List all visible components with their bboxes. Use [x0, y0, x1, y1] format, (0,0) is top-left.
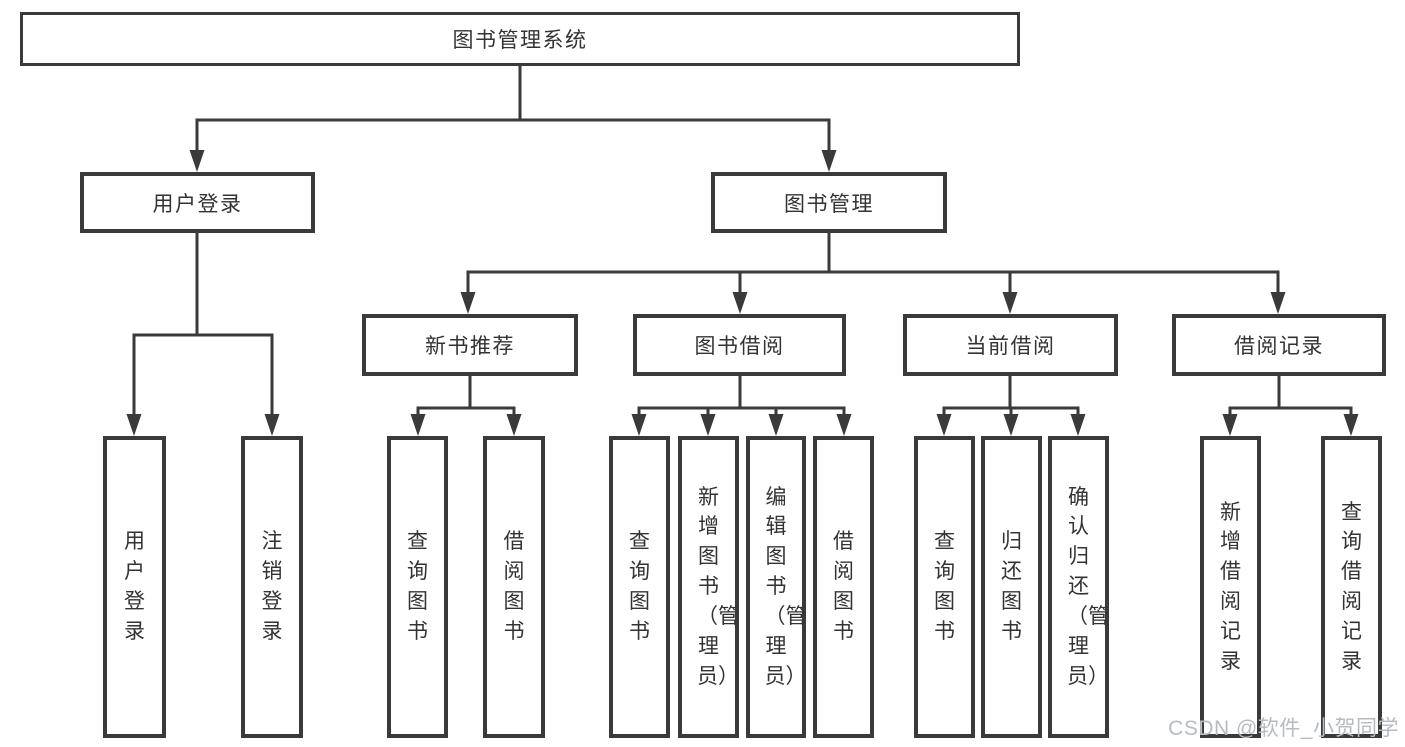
node-label: 编辑图书（管理员） [764, 485, 807, 688]
edge-user-login-to-leaves [126, 233, 280, 436]
node-label: 用户登录 [152, 192, 243, 216]
node-label: 当前借阅 [965, 335, 1056, 358]
edge-root-to-level2 [189, 66, 837, 172]
edge-book-borrow-to-leaves [631, 376, 852, 436]
leaf-query-books-current: 查询图书 [914, 436, 975, 738]
node-label: 新书推荐 [425, 335, 515, 358]
node-label: 确认归还（管理员） [1067, 485, 1109, 688]
node-library-management-system: 图书管理系统 [20, 12, 1020, 66]
node-book-management-branch: 图书管理 [711, 172, 947, 233]
node-label: 新增借阅记录 [1220, 500, 1241, 673]
node-label: 查询图书 [934, 530, 955, 643]
node-label: 查询借阅记录 [1341, 500, 1362, 673]
leaf-borrow-books-recommend: 借阅图书 [483, 436, 545, 738]
leaf-user-login: 用户登录 [103, 436, 166, 738]
node-label: 注销登录 [261, 530, 283, 643]
leaf-logout: 注销登录 [241, 436, 303, 738]
node-label: 查询图书 [629, 530, 650, 643]
node-new-book-recommend: 新书推荐 [362, 314, 578, 376]
node-book-borrow: 图书借阅 [633, 314, 846, 376]
node-label: 归还图书 [1001, 530, 1022, 643]
edge-borrow-records-to-leaves [1222, 376, 1359, 436]
node-label: 查询图书 [407, 530, 428, 643]
leaf-borrow-books: 借阅图书 [813, 436, 874, 738]
edge-current-borrow-to-leaves [936, 376, 1086, 436]
leaf-edit-books-admin: 编辑图书（管理员） [746, 436, 807, 738]
leaf-add-books-admin: 新增图书（管理员） [678, 436, 739, 738]
node-current-borrow: 当前借阅 [903, 314, 1118, 376]
leaf-query-books-recommend: 查询图书 [387, 436, 448, 738]
leaf-query-books-borrow: 查询图书 [609, 436, 670, 738]
leaf-query-borrow-record: 查询借阅记录 [1321, 436, 1382, 738]
edge-new-book-recommend-to-leaves [410, 376, 522, 436]
leaf-confirm-return-admin: 确认归还（管理员） [1048, 436, 1109, 738]
node-label: 借阅图书 [833, 530, 854, 643]
leaf-add-borrow-record: 新增借阅记录 [1200, 436, 1261, 738]
node-borrow-records: 借阅记录 [1172, 314, 1386, 376]
leaf-return-books: 归还图书 [981, 436, 1042, 738]
node-label: 图书借阅 [694, 335, 785, 358]
csdn-watermark: CSDN @软件_小贺同学 [1168, 717, 1399, 740]
node-label: 用户登录 [124, 530, 145, 643]
node-label: 图书管理 [784, 192, 874, 216]
node-label: 图书管理系统 [452, 29, 588, 52]
node-user-login-branch: 用户登录 [80, 172, 315, 233]
node-label: 借阅图书 [503, 530, 525, 643]
node-label: 借阅记录 [1234, 335, 1324, 358]
node-label: 新增图书（管理员） [697, 485, 739, 688]
edge-book-mgmt-to-level3 [460, 233, 1286, 314]
